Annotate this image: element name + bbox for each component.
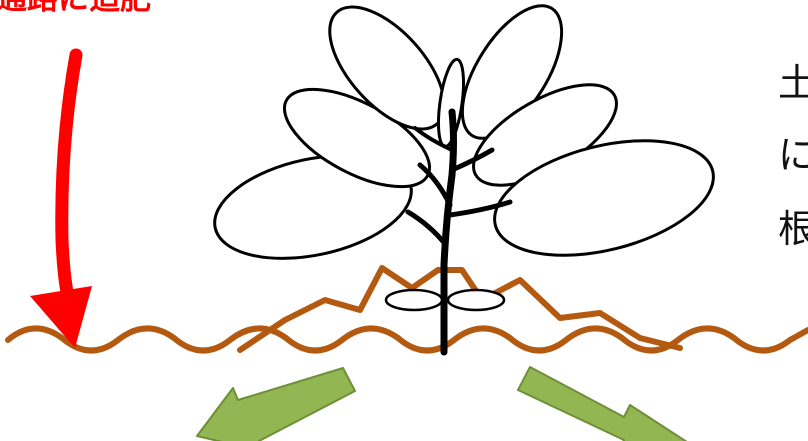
- root-spread-left-arrow-icon: [197, 368, 355, 441]
- branch-left-lower: [408, 212, 446, 245]
- side-text-line-1: 土: [778, 64, 808, 102]
- fertilize-arrow-icon: [30, 55, 92, 348]
- branch-left-upper: [420, 165, 450, 205]
- fertilize-arrow-shaft: [62, 55, 76, 305]
- side-text-line-2: に: [778, 136, 808, 174]
- ground-wavy-line: [8, 328, 808, 350]
- cotyledon-left: [386, 290, 442, 310]
- cotyledon-right: [448, 290, 504, 310]
- side-text-line-3: 根: [778, 210, 808, 248]
- caption-fertilize-aisle: 通路に追肥: [0, 0, 151, 15]
- root-spread-right-arrow-icon: [518, 367, 687, 441]
